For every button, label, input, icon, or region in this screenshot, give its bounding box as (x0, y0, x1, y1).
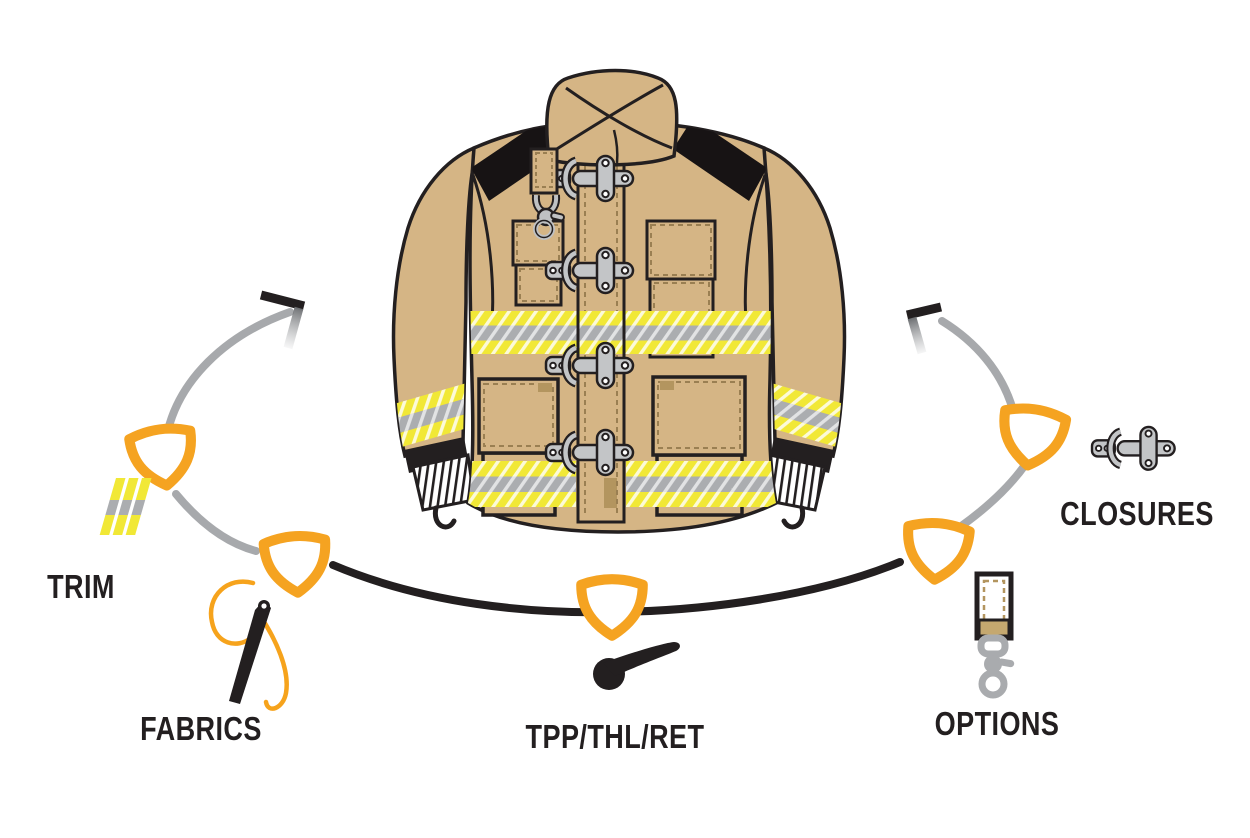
arc-trim-to-fabrics (172, 490, 260, 555)
node-label-options: OPTIONS (934, 705, 1060, 742)
shoulder-patches (471, 122, 767, 201)
node-label-fabrics: FABRICS (140, 710, 262, 747)
arc-options-to-closures (956, 461, 1029, 531)
trim-stripes-icon (99, 478, 152, 535)
left-sleeve-trim-band (393, 382, 474, 451)
arc-closures-to-arrow (938, 317, 1017, 414)
needle-thread-icon (208, 579, 289, 711)
strap-snap-hook-icon (974, 571, 1015, 699)
left-thumb-loop (432, 505, 457, 530)
jacket-collar (545, 68, 679, 167)
node-label-trim: TRIM (47, 568, 115, 605)
right-sleeve-trim-band (764, 382, 845, 451)
arrowhead-left (259, 290, 306, 350)
arrowhead-right (905, 302, 943, 355)
hem-trim-band (468, 461, 776, 507)
node-label-tpp-thl-ret: TPP/THL/RET (525, 718, 705, 755)
node-label-closures: CLOSURES (1060, 495, 1214, 532)
arc-trim-to-arrow (164, 308, 294, 434)
chest-trim-band (468, 311, 776, 354)
right-thumb-loop (781, 505, 806, 530)
turnout-jacket-illustration (391, 68, 847, 534)
mic-strap-snap-hook (529, 147, 565, 240)
flow-arcs (164, 290, 1029, 617)
thermometer-icon (593, 642, 680, 690)
